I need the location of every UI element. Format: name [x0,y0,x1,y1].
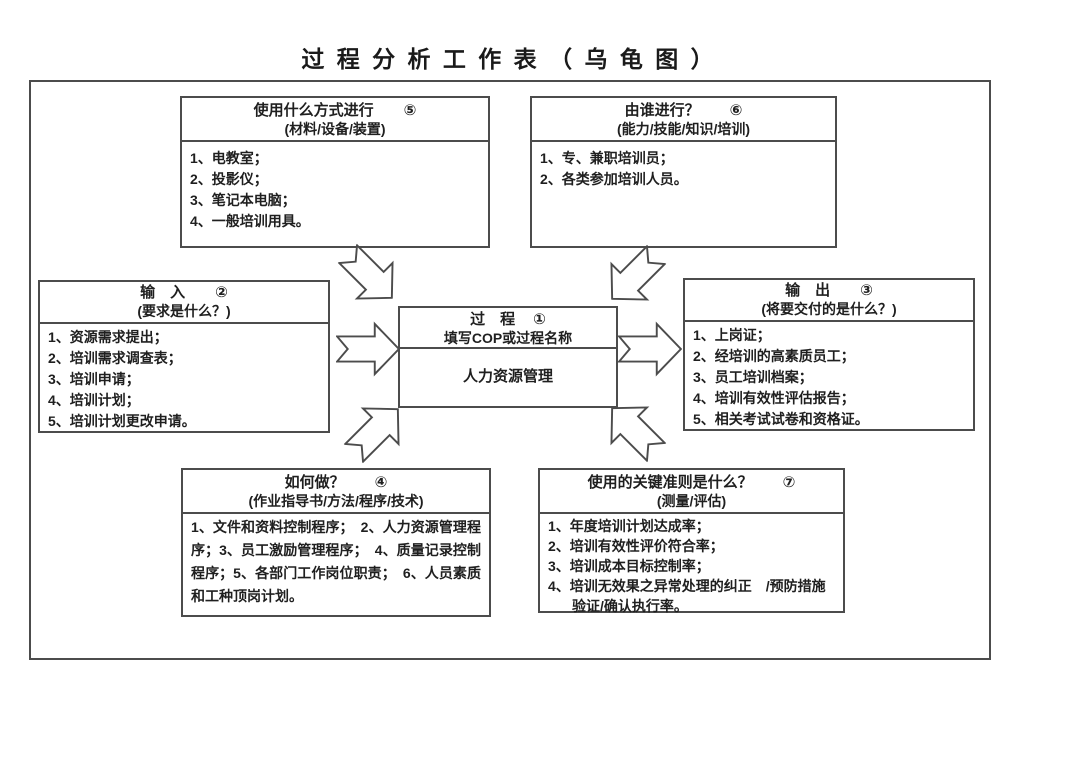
box-how-title: 如何做？ [284,474,345,491]
box-criteria-title: 使用的关键准则是什么？ [587,474,753,491]
box-how-subtitle: (作业指导书/方法/程序/技术) [248,493,424,509]
box-input-number: ② [215,284,228,301]
box-process-header: 过 程 ① 填写COP或过程名称 [400,308,616,349]
list-item: 2、培训需求调查表； [48,350,182,366]
box-output-header: 输 出 ③ (将要交付的是什么？) [685,280,973,322]
box-how-body: 1、文件和资料控制程序； 2、人力资源管理程序；3、员工激励管理程序； 4、质量… [191,519,481,604]
box-who-number: ⑥ [729,102,743,119]
box-process-title: 过 程 [470,311,516,328]
arrow-process-to-output-icon [618,321,682,377]
list-item: 4、一般培训用具。 [190,213,310,229]
box-how: 如何做？ ④ (作业指导书/方法/程序/技术) 1、文件和资料控制程序； 2、人力… [181,468,491,617]
list-item: 3、培训成本目标控制率； [548,558,710,574]
box-criteria-body: 1、年度培训计划达成率； 2、培训有效性评价符合率； 3、培训成本目标控制率； … [540,514,843,620]
box-output-body: 1、上岗证； 2、经培训的高素质员工； 3、员工培训档案； 4、培训有效性评估报… [685,322,973,434]
arrow-criteria-to-process-icon [592,388,677,473]
page-title: 过 程 分 析 工 作 表 （ 乌 龟 图 ） [301,46,717,72]
box-input-body: 1、资源需求提出； 2、培训需求调查表； 3、培训申请； 4、培训计划； 5、培… [40,324,328,436]
list-item: 1、年度培训计划达成率； [548,518,710,534]
box-who-header: 由谁进行？ ⑥ (能力/技能/知识/培训) [532,98,835,142]
box-input-title: 输 入 [140,284,186,301]
list-item: 2、投影仪； [190,171,268,187]
list-item: 1、专、兼职培训员； [540,150,674,166]
box-criteria-header: 使用的关键准则是什么？ ⑦ (测量/评估) [540,470,843,514]
box-methods-number: ⑤ [403,102,417,119]
list-item: 5、培训计划更改申请。 [48,413,196,429]
box-output-number: ③ [860,282,873,299]
list-item: 2、各类参加培训人员。 [540,171,688,187]
list-item: 4、培训计划； [48,392,140,408]
box-process-subtitle: 填写COP或过程名称 [443,330,573,346]
box-output-title: 输 出 [785,282,831,299]
box-criteria-subtitle: (测量/评估) [656,493,727,509]
box-process: 过 程 ① 填写COP或过程名称 人力资源管理 [398,306,618,408]
box-input-header: 输 入 ② (要求是什么？) [40,282,328,324]
list-item: 1、上岗证； [693,327,771,343]
arrow-methods-to-process-icon [328,234,413,319]
box-output-subtitle: (将要交付的是什么？) [761,301,897,317]
box-input: 输 入 ② (要求是什么？) 1、资源需求提出； 2、培训需求调查表； 3、培训申… [38,280,330,433]
box-output: 输 出 ③ (将要交付的是什么？) 1、上岗证； 2、经培训的高素质员工； 3、员… [683,278,975,431]
box-methods-header: 使用什么方式进行 ⑤ (材料/设备/装置) [182,98,488,142]
arrow-who-to-process-icon [592,235,677,320]
box-who-title: 由谁进行？ [624,102,700,119]
list-item: 3、笔记本电脑； [190,192,296,208]
box-process-name: 人力资源管理 [462,368,553,385]
box-methods-body: 1、电教室； 2、投影仪； 3、笔记本电脑； 4、一般培训用具。 [182,142,488,236]
box-input-subtitle: (要求是什么？) [137,303,231,319]
list-item: 3、培训申请； [48,371,140,387]
box-how-header: 如何做？ ④ (作业指导书/方法/程序/技术) [183,470,489,514]
box-methods-subtitle: (材料/设备/装置) [284,121,386,137]
list-item: 2、培训有效性评价符合率； [548,538,724,554]
list-item: 2、经培训的高素质员工； [693,348,855,364]
box-who-subtitle: (能力/技能/知识/培训) [617,121,750,137]
arrow-input-to-process-icon [336,321,400,377]
box-methods-title: 使用什么方式进行 [253,102,374,119]
list-item: 3、员工培训档案； [693,369,813,385]
list-item: 4、培训有效性评估报告； [693,390,855,406]
arrow-how-to-process-icon [334,389,419,474]
list-item: 5、相关考试试卷和资格证。 [693,411,869,427]
list-item: 4、培训无效果之异常处理的纠正 /预防措施验证/确认执行率。 [548,578,826,614]
box-who-body: 1、专、兼职培训员； 2、各类参加培训人员。 [532,142,835,194]
box-how-number: ④ [374,474,388,491]
box-methods: 使用什么方式进行 ⑤ (材料/设备/装置) 1、电教室； 2、投影仪； 3、笔记本… [180,96,490,248]
box-who: 由谁进行？ ⑥ (能力/技能/知识/培训) 1、专、兼职培训员； 2、各类参加培训… [530,96,837,248]
box-criteria: 使用的关键准则是什么？ ⑦ (测量/评估) 1、年度培训计划达成率； 2、培训有效… [538,468,845,614]
list-item: 1、资源需求提出； [48,329,168,345]
box-process-number: ① [533,311,546,328]
box-criteria-number: ⑦ [782,474,796,491]
list-item: 1、电教室； [190,150,268,166]
